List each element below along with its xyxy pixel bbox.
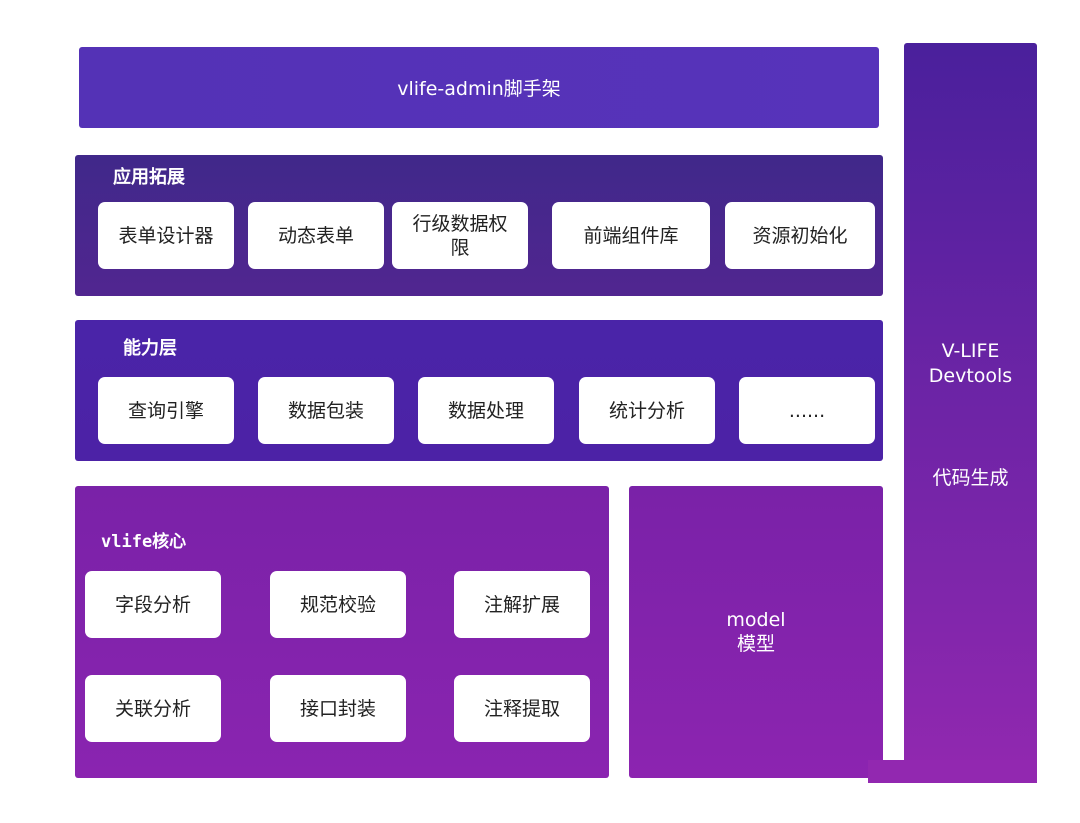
model-label: model [726,609,786,631]
devtools-title-line2: Devtools [928,365,1013,387]
core-item: 关联分析 [85,675,221,742]
core-item: 字段分析 [85,571,221,638]
core-item: 规范校验 [270,571,406,638]
devtools-title-line1: V-LIFE [941,340,1000,362]
devtools-subtitle: 代码生成 [932,467,1009,489]
app-ext-item: 前端组件库 [552,202,710,269]
core-item: 注解扩展 [454,571,590,638]
scaffold-bar: vlife-admin脚手架 [79,47,879,128]
model-label-cn: 模型 [736,633,775,655]
devtools-title: V-LIFE Devtools [904,339,1037,389]
app-ext-item: 动态表单 [248,202,384,269]
devtools-column: V-LIFE Devtools 代码生成 [904,43,1037,783]
app-ext-item: 资源初始化 [725,202,875,269]
capability-title: 能力层 [123,338,177,359]
scaffold-label: vlife-admin脚手架 [397,78,561,100]
capability-item: 统计分析 [579,377,715,444]
app-ext-item: 表单设计器 [98,202,234,269]
devtools-footer-strip [868,760,1037,783]
core-item: 接口封装 [270,675,406,742]
app-ext-item: 行级数据权限 [392,202,528,269]
capability-item: 数据处理 [418,377,554,444]
capability-item: 查询引擎 [98,377,234,444]
capability-item: 数据包装 [258,377,394,444]
model-block: model 模型 [629,486,883,778]
core-title: vlife核心 [101,532,187,552]
capability-item: ...... [739,377,875,444]
app-extension-title: 应用拓展 [113,167,185,188]
core-item: 注释提取 [454,675,590,742]
